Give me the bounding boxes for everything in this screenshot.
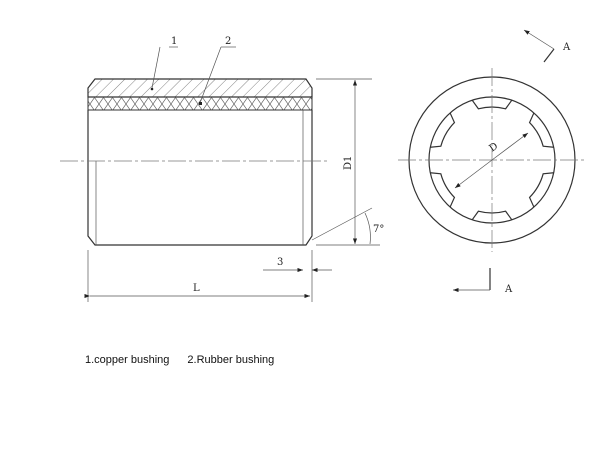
dimension-D: D [487,141,500,155]
caption-item-rubber: 2.Rubber bushing [187,354,275,366]
part-label-2: 2 [225,36,231,47]
inner-lobe [528,112,554,148]
inner-lobe [430,112,456,148]
dimension-angle: 7° [373,224,384,235]
caption-item-copper: 1.copper bushing [85,354,170,366]
caption: 1.copper bushing 2.Rubber bushing [85,354,292,366]
inner-lobe [430,172,456,208]
copper-layer [87,78,313,98]
end-view: D A A [398,29,586,295]
dimension-D1: D1 [343,156,354,170]
side-view: 1 2 L 3 D1 7° [60,36,384,302]
part-label-1: 1 [171,36,177,47]
section-label-bottom: A [504,284,513,295]
bushing-outline [87,110,313,246]
dimension-L: L [193,283,200,294]
inner-lobe [528,172,554,208]
section-label-top: A [562,42,571,53]
dimension-3: 3 [277,257,283,268]
